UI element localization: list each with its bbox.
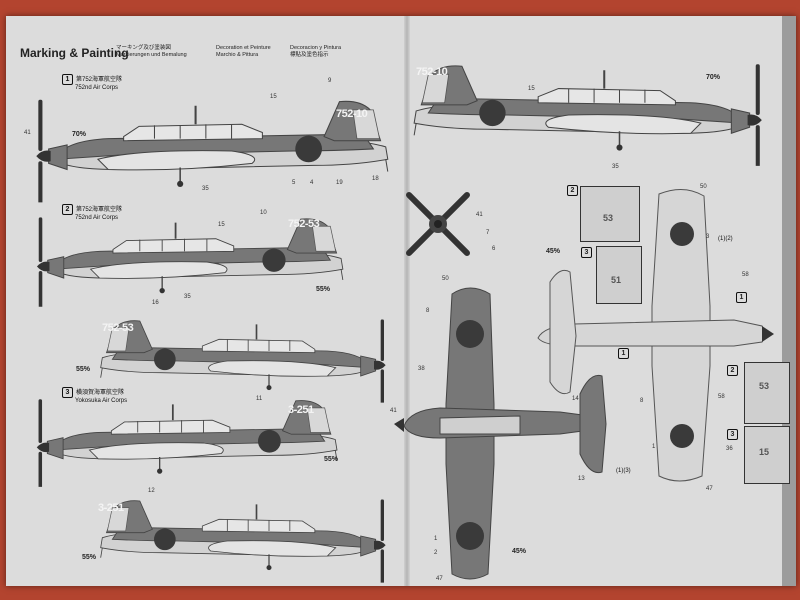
scheme-ref-13: (1)(3) <box>616 468 631 474</box>
callout-5: 5 <box>292 180 296 186</box>
callout-6: 6 <box>492 246 496 252</box>
percent-45-a: 45% <box>512 548 527 555</box>
callout-3: 3 <box>706 234 710 240</box>
callout-18: 18 <box>372 176 379 182</box>
callout-19: 19 <box>336 180 343 186</box>
callout-1-b: 1 <box>434 536 438 542</box>
detail-panel-3b: 3 15 <box>727 426 790 484</box>
side-code-6: 752-10 <box>416 66 448 78</box>
callout-35-b: 35 <box>184 294 191 300</box>
percent-45-b: 45% <box>546 248 561 255</box>
callout-13: 13 <box>578 476 585 482</box>
callout-9: 9 <box>328 78 332 84</box>
next-page-edge <box>782 16 796 586</box>
callout-35-c: 35 <box>612 164 619 170</box>
callout-15-c: 15 <box>528 86 535 92</box>
top-view <box>394 287 607 580</box>
callout-58: 58 <box>742 272 749 278</box>
side-code-2: 752-53 <box>288 218 320 230</box>
callout-1: 1 <box>652 444 656 450</box>
callout-10: 10 <box>260 210 267 216</box>
callout-4: 4 <box>310 180 314 186</box>
callout-8: 8 <box>426 308 430 314</box>
side-code-1: 752-10 <box>336 108 368 120</box>
callout-15-b: 15 <box>218 222 225 228</box>
percent-55-c: 55% <box>324 456 339 463</box>
page-fold <box>404 16 410 586</box>
percent-55-a: 55% <box>316 286 331 293</box>
callout-2: 2 <box>434 550 438 556</box>
callout-38: 38 <box>418 366 425 372</box>
callout-12: 12 <box>148 488 155 494</box>
side-code-3: 752-53 <box>102 322 134 334</box>
propeller-front-view <box>406 192 470 256</box>
callout-7: 7 <box>486 230 490 236</box>
callout-8-b: 8 <box>640 398 644 404</box>
callout-50-b: 50 <box>700 184 707 190</box>
scheme-ref-123: (1)(2) <box>718 236 733 242</box>
percent-70-a: 70% <box>72 131 87 138</box>
detail-panel-3a: 3 51 <box>581 246 642 304</box>
page-title: Marking & Painting <box>20 46 129 60</box>
callout-14: 14 <box>572 396 579 402</box>
scheme-ref-1: 1 <box>736 286 750 304</box>
callout-11: 11 <box>256 396 263 402</box>
detail-panel-2b: 2 53 <box>727 362 790 424</box>
detail-panel-2a: 2 53 <box>567 185 640 242</box>
scheme-1-badge: 1 <box>62 74 73 85</box>
percent-55-d: 55% <box>82 554 97 561</box>
side-view-scheme-2-right <box>94 316 394 406</box>
callout-36: 36 <box>726 446 733 452</box>
bottom-view <box>537 189 774 482</box>
callout-47-b: 47 <box>706 486 713 492</box>
callout-50: 50 <box>442 276 449 282</box>
side-code-5: 3-251 <box>98 502 124 514</box>
callout-41-b: 41 <box>390 408 397 414</box>
callout-58-b: 58 <box>718 394 725 400</box>
callout-41-c: 41 <box>476 212 483 218</box>
callout-41: 41 <box>24 130 31 136</box>
scheme-ref-1b: 1 <box>618 342 632 360</box>
callout-16: 16 <box>152 300 159 306</box>
side-code-4: 3-251 <box>288 404 314 416</box>
side-view-scheme-3-right <box>94 494 394 586</box>
callout-15: 15 <box>270 94 277 100</box>
callout-35: 35 <box>202 186 209 192</box>
percent-70-b: 70% <box>706 74 721 81</box>
percent-55-b: 55% <box>76 366 91 373</box>
callout-47: 47 <box>436 576 443 582</box>
